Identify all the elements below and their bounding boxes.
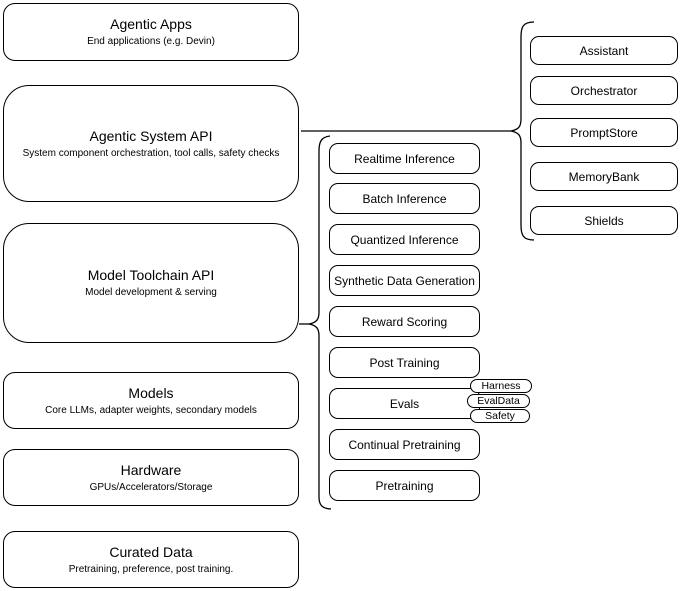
layer-title: Hardware: [120, 461, 182, 478]
toolchain-node-synthetic-data-generation: Synthetic Data Generation: [329, 265, 480, 296]
layer-title: Agentic System API: [89, 127, 213, 144]
layer-subtitle: Core LLMs, adapter weights, secondary mo…: [45, 404, 257, 416]
evals-tag-evaldata: EvalData: [467, 394, 530, 408]
component-node-orchestrator: Orchestrator: [530, 76, 678, 105]
layer-title: Models: [128, 384, 174, 401]
layer-subtitle: Pretraining, preference, post training.: [68, 563, 234, 575]
component-node-promptstore: PromptStore: [530, 118, 678, 147]
toolchain-node-pretraining: Pretraining: [329, 470, 480, 501]
components-brace: [510, 21, 535, 241]
component-node-assistant: Assistant: [530, 36, 678, 65]
layer-curated-data: Curated Data Pretraining, preference, po…: [3, 531, 299, 588]
layer-subtitle: Model development & serving: [85, 287, 217, 298]
toolchain-brace: [308, 135, 332, 510]
layer-hardware: Hardware GPUs/Accelerators/Storage: [3, 449, 299, 506]
toolchain-node-reward-scoring: Reward Scoring: [329, 306, 480, 337]
toolchain-node-realtime-inference: Realtime Inference: [329, 143, 480, 174]
evals-tag-safety: Safety: [470, 409, 530, 423]
toolchain-node-post-training: Post Training: [329, 347, 480, 378]
layer-subtitle: End applications (e.g. Devin): [87, 36, 215, 47]
component-node-memorybank: MemoryBank: [530, 162, 678, 191]
layer-model-toolchain-api: Model Toolchain API Model development & …: [3, 223, 299, 343]
layer-models: Models Core LLMs, adapter weights, secon…: [3, 372, 299, 429]
layer-title: Curated Data: [109, 543, 193, 560]
evals-tag-harness: Harness: [470, 379, 532, 393]
toolchain-node-batch-inference: Batch Inference: [329, 183, 480, 214]
layer-subtitle: System component orchestration, tool cal…: [22, 147, 280, 159]
layer-subtitle: GPUs/Accelerators/Storage: [89, 481, 213, 493]
toolchain-node-quantized-inference: Quantized Inference: [329, 224, 480, 255]
toolchain-node-evals: Evals: [329, 388, 480, 419]
layer-title: Model Toolchain API: [87, 267, 215, 283]
layer-title: Agentic Apps: [110, 16, 192, 32]
component-node-shields: Shields: [530, 206, 678, 235]
layer-agentic-system-api: Agentic System API System component orch…: [3, 85, 299, 202]
toolchain-node-continual-pretraining: Continual Pretraining: [329, 429, 480, 460]
layer-agentic-apps: Agentic Apps End applications (e.g. Devi…: [3, 3, 299, 61]
